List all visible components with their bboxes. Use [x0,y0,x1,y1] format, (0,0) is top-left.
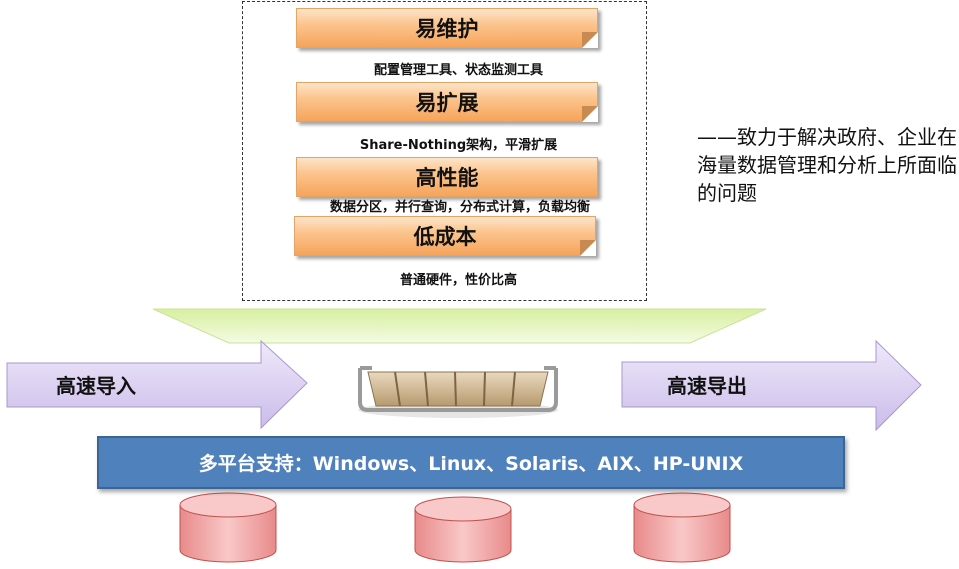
feature-scalability: 易扩展 [296,82,598,122]
feature-title: 高性能 [415,166,479,190]
database-icon [179,492,277,563]
feature-title: 易维护 [415,17,479,41]
export-arrow [621,339,922,432]
feature-desc: 普通硬件，性价比高 [399,273,517,288]
import-label: 高速导入 [56,374,136,398]
import-arrow [6,339,308,430]
feature-desc: 数据分区，并行查询，分布式计算，负载均衡 [329,200,590,215]
mission-statement: ——致力于解决政府、企业在海量数据管理和分析上所面临的问题 [697,125,957,205]
funnel-trapezoid [152,308,767,344]
export-label: 高速导出 [667,374,747,398]
feature-performance: 高性能 [296,157,598,197]
features-container [242,1,647,301]
feature-title: 低成本 [413,225,477,249]
feature-desc: 配置管理工具、状态监测工具 [373,63,543,78]
feature-title: 易扩展 [415,91,479,115]
platform-support-bar: 多平台支持：Windows、Linux、Solaris、AIX、HP-UNIX [97,436,845,489]
feature-maintainability: 易维护 [296,8,598,48]
database-icon [414,496,512,563]
database-icon [633,492,731,563]
server-blade-icon [358,366,558,418]
feature-low-cost: 低成本 [294,216,596,256]
platform-support-text: 多平台支持：Windows、Linux、Solaris、AIX、HP-UNIX [198,453,744,475]
feature-desc: Share-Nothing架构，平滑扩展 [359,138,558,153]
